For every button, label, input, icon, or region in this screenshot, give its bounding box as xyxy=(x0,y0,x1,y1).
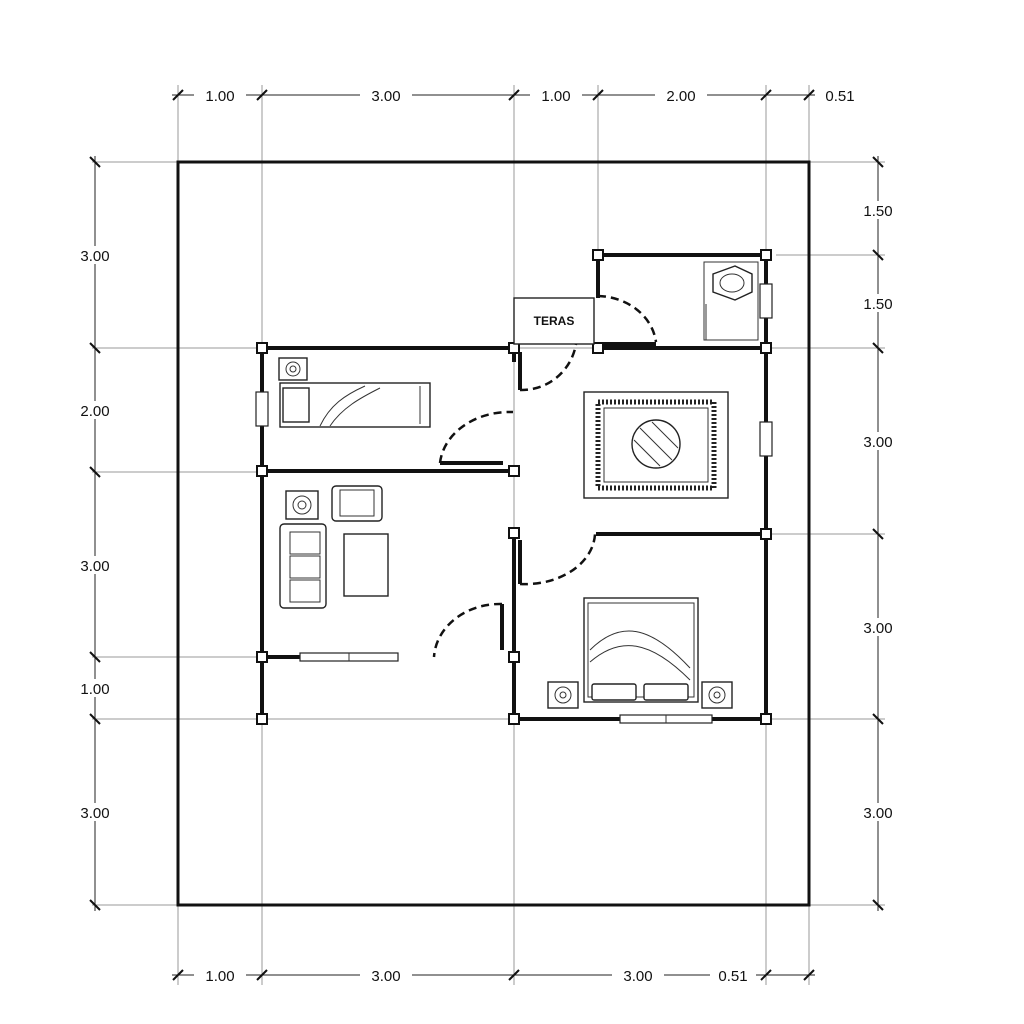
column xyxy=(508,713,520,725)
door-swing xyxy=(597,294,658,343)
column xyxy=(760,342,772,354)
teras-area: TERAS xyxy=(513,297,595,345)
right-dimension-label: 1.50 xyxy=(863,296,892,313)
column xyxy=(592,249,604,261)
bottom-dimension-label: 3.00 xyxy=(371,968,400,985)
right-dimension-label: 3.00 xyxy=(863,434,892,451)
sofa xyxy=(279,523,327,609)
bottom-dimension-labels: 1.00 3.00 3.00 0.51 xyxy=(194,966,756,985)
column xyxy=(508,651,520,663)
side-table xyxy=(285,490,319,520)
bottom-dimension-label: 3.00 xyxy=(623,968,652,985)
nightstand xyxy=(547,681,579,709)
column xyxy=(508,527,520,539)
column xyxy=(256,713,268,725)
room-label: TERAS xyxy=(534,314,575,328)
right-dimension-label: 1.50 xyxy=(863,203,892,220)
dimension-ticks xyxy=(89,89,884,981)
left-dimension-label: 1.00 xyxy=(80,681,109,698)
left-dimension-label: 2.00 xyxy=(80,403,109,420)
door-swing xyxy=(519,343,578,392)
column xyxy=(508,465,520,477)
column xyxy=(760,528,772,540)
toilet-fixture xyxy=(703,261,759,341)
top-dimension-label: 0.51 xyxy=(825,88,854,105)
column xyxy=(256,465,268,477)
site-boundary xyxy=(176,160,811,907)
left-dimension-labels: 3.00 2.00 3.00 1.00 3.00 xyxy=(72,246,118,822)
windows xyxy=(255,283,773,724)
right-dimension-label: 3.00 xyxy=(863,620,892,637)
doors xyxy=(432,294,658,658)
window xyxy=(759,283,773,319)
coffee-table xyxy=(343,533,389,597)
bottom-dimension-label: 0.51 xyxy=(718,968,747,985)
top-dimension-label: 1.00 xyxy=(205,88,234,105)
top-dimension-label: 2.00 xyxy=(666,88,695,105)
rug-with-table xyxy=(583,391,729,499)
column xyxy=(256,651,268,663)
bottom-dimension-label: 1.00 xyxy=(205,968,234,985)
armchair xyxy=(331,485,383,522)
top-dimension-label: 1.00 xyxy=(541,88,570,105)
nightstand xyxy=(278,357,308,381)
window xyxy=(255,391,269,427)
column xyxy=(256,342,268,354)
window xyxy=(759,421,773,457)
left-dimension-label: 3.00 xyxy=(80,558,109,575)
door-swing xyxy=(432,602,503,658)
left-dimension-label: 3.00 xyxy=(80,805,109,822)
left-dimension-label: 3.00 xyxy=(80,248,109,265)
column xyxy=(592,342,604,354)
nightstand xyxy=(701,681,733,709)
door-swing xyxy=(519,533,597,586)
bedroom-1-furniture xyxy=(278,357,431,428)
right-dimension-label: 3.00 xyxy=(863,805,892,822)
top-dimension-label: 3.00 xyxy=(371,88,400,105)
column xyxy=(760,249,772,261)
living-room-furniture xyxy=(279,485,389,609)
columns xyxy=(256,249,772,725)
bedroom-2-furniture xyxy=(547,597,733,709)
right-dimension-labels: 1.50 1.50 3.00 3.00 3.00 xyxy=(855,201,901,822)
column xyxy=(760,713,772,725)
top-dimension-labels: 1.00 3.00 1.00 2.00 0.51 xyxy=(194,86,862,105)
door-swing xyxy=(438,410,514,464)
